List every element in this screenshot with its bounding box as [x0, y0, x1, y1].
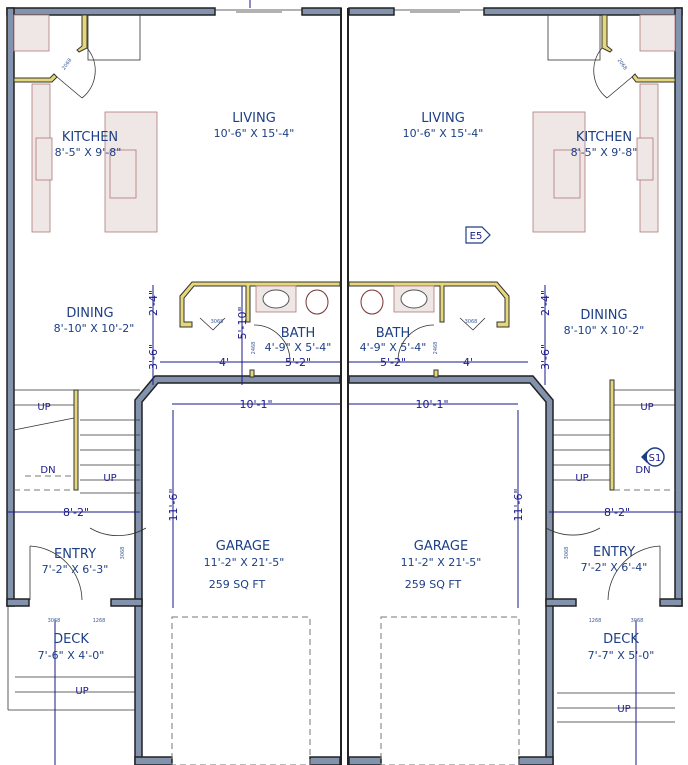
exterior-walls: [6, 7, 683, 765]
elevation-marker-icon: [465, 226, 491, 244]
section-marker-s1[interactable]: S1: [641, 447, 665, 467]
stair-up-left-1: UP: [37, 402, 50, 413]
door-swings: [29, 47, 661, 601]
room-label-living-right: LIVING: [421, 111, 465, 126]
door-tag-deck1-left: 3068: [48, 618, 61, 624]
room-size-garage-right: 11'-2" X 21'-5": [401, 556, 482, 569]
room-size-deck-left: 7'-6" X 4'-0": [38, 649, 105, 662]
room-size-bath-right: 4'-9" X 5'-4": [360, 341, 427, 354]
garage-door-right: [380, 616, 520, 765]
room-size-bath-left: 4'-9" X 5'-4": [265, 341, 332, 354]
stairs: [7, 389, 675, 723]
garage-door-left: [171, 616, 311, 765]
dim-h1-left: 2'-4": [147, 290, 160, 316]
stair-dn-left: DN: [40, 465, 55, 476]
dim-h2-left: 3'-6": [147, 344, 160, 370]
room-label-entry-right: ENTRY: [593, 545, 635, 560]
room-size-dining-left: 8'-10" X 10'-2": [54, 322, 135, 335]
room-label-kitchen-right: KITCHEN: [576, 130, 632, 145]
room-label-kitchen-left: KITCHEN: [62, 130, 118, 145]
room-label-deck-left: DECK: [53, 632, 89, 647]
room-area-garage-left: 259 SQ FT: [209, 578, 266, 591]
door-tag-closet-right: 3068: [465, 319, 478, 325]
door-tag-bath-left: 2468: [251, 342, 257, 355]
dim-bath-w1-left: 4': [219, 356, 229, 369]
dim-h1-right: 2'-4": [539, 290, 552, 316]
elevation-marker-label: E5: [470, 231, 483, 242]
stair-dn-right: DN: [635, 465, 650, 476]
room-size-kitchen-right: 8'-5" X 9'-8": [571, 146, 638, 159]
door-tag-garage-right: 3068: [564, 547, 570, 560]
room-size-living-right: 10'-6" X 15'-4": [403, 127, 484, 140]
room-size-kitchen-left: 8'-5" X 9'-8": [55, 146, 122, 159]
room-label-dining-right: DINING: [580, 308, 627, 323]
elevation-marker-e5[interactable]: E5: [465, 226, 491, 244]
stair-up-right-1: UP: [640, 402, 653, 413]
stair-up-right-2: UP: [575, 473, 588, 484]
door-tag-deck2-left: 1268: [93, 618, 106, 624]
door-tag-deck1-right: 1268: [589, 618, 602, 624]
room-size-entry-left: 7'-2" X 6'-3": [42, 563, 109, 576]
dim-bath-h-left: 5'-10": [236, 306, 249, 339]
room-size-entry-right: 7'-2" X 6'-4": [581, 561, 648, 574]
section-marker-label: S1: [649, 453, 662, 464]
door-tag-closet-left: 3068: [211, 319, 224, 325]
room-size-garage-left: 11'-2" X 21'-5": [204, 556, 285, 569]
dim-garage-h-right: 11'-6": [512, 488, 525, 521]
room-area-garage-right: 259 SQ FT: [405, 578, 462, 591]
door-tag-bath-right: 2468: [433, 342, 439, 355]
room-label-bath-right: BATH: [376, 326, 411, 341]
deck-up-left: UP: [75, 686, 88, 697]
dim-garage-w-right: 10'-1": [415, 398, 448, 411]
door-tag-deck2-right: 3068: [631, 618, 644, 624]
room-label-deck-right: DECK: [603, 632, 639, 647]
dim-bath-w1-right: 4': [463, 356, 473, 369]
dim-h2-right: 3'-6": [539, 344, 552, 370]
stair-up-left-2: UP: [103, 473, 116, 484]
interior-partitions: [13, 14, 676, 491]
dim-garage-w-left: 10'-1": [239, 398, 272, 411]
room-label-living-left: LIVING: [232, 111, 276, 126]
door-tag-garage-left: 3068: [120, 547, 126, 560]
door-tag-pantry-left: 2068: [61, 57, 73, 71]
kitchen-cabinets: [13, 14, 676, 315]
dim-garage-h-left: 11'-6": [167, 488, 180, 521]
dim-stair-w-right: 8'-2": [604, 506, 630, 519]
deck-up-right: UP: [617, 704, 630, 715]
dimension-lines: [7, 0, 682, 765]
dim-stair-w-left: 8'-2": [63, 506, 89, 519]
dim-bath-w2-left: 5'-2": [285, 356, 311, 369]
room-label-entry-left: ENTRY: [54, 547, 96, 562]
room-size-living-left: 10'-6" X 15'-4": [214, 127, 295, 140]
door-tag-pantry-right: 2068: [616, 57, 628, 71]
room-size-deck-right: 7'-7" X 5'-0": [588, 649, 655, 662]
room-label-garage-right: GARAGE: [414, 539, 468, 554]
room-label-bath-left: BATH: [281, 326, 316, 341]
dim-bath-w2-right: 5'-2": [380, 356, 406, 369]
room-label-dining-left: DINING: [66, 306, 113, 321]
room-size-dining-right: 8'-10" X 10'-2": [564, 324, 645, 337]
room-label-garage-left: GARAGE: [216, 539, 270, 554]
